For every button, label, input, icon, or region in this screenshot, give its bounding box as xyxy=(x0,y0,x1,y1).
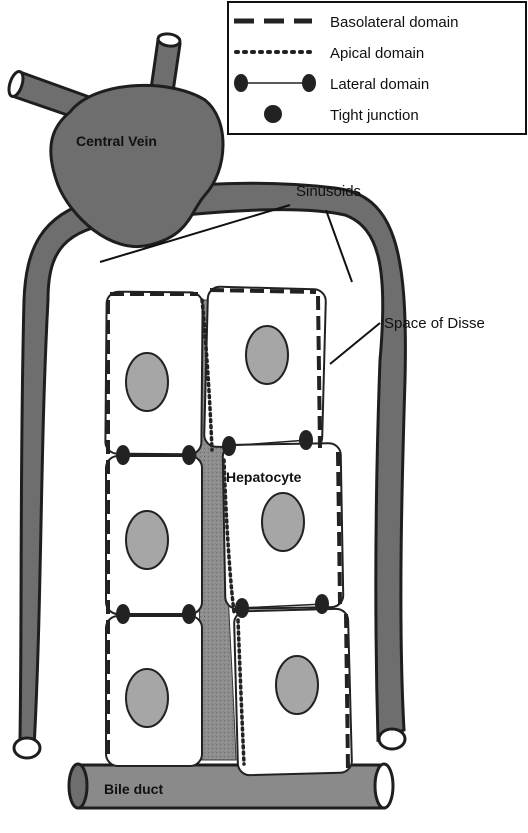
bile-duct-label: Bile duct xyxy=(104,781,163,797)
space-of-disse-label: Space of Disse xyxy=(384,315,485,332)
legend-lateral-label: Lateral domain xyxy=(330,76,429,93)
tight-junction xyxy=(235,598,249,618)
sinusoids-label: Sinusoids xyxy=(296,183,361,200)
tight-junction xyxy=(182,445,196,465)
tight-junction-swatch xyxy=(264,105,282,123)
sinusoid-opening-left xyxy=(14,738,40,758)
nucleus xyxy=(126,669,168,727)
nucleus xyxy=(126,353,168,411)
nucleus xyxy=(262,493,304,551)
legend-apical-label: Apical domain xyxy=(330,45,424,62)
legend-tight-label: Tight junction xyxy=(330,107,419,124)
legend: Basolateral domain Apical domain Lateral… xyxy=(228,2,526,134)
tight-junction xyxy=(116,445,130,465)
tight-junction xyxy=(222,436,236,456)
sinusoid-opening-right xyxy=(379,729,405,749)
tight-junction xyxy=(315,594,329,614)
nucleus xyxy=(276,656,318,714)
tight-junction xyxy=(182,604,196,624)
tight-junction xyxy=(116,604,130,624)
nucleus xyxy=(246,326,288,384)
central-vein-label: Central Vein xyxy=(76,133,157,149)
tight-junction xyxy=(299,430,313,450)
legend-basolateral-label: Basolateral domain xyxy=(330,14,458,31)
nucleus xyxy=(126,511,168,569)
hepatocyte-label: Hepatocyte xyxy=(226,469,302,485)
